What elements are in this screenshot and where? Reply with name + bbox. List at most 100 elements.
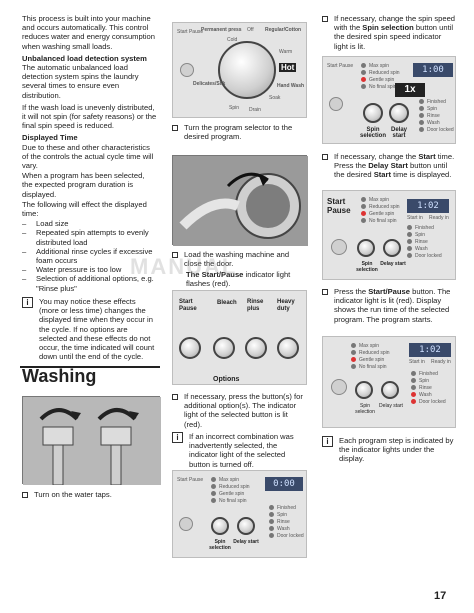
spin-indicators: Max spin Reduced spin Gentle spin No fin… xyxy=(211,477,250,505)
start-pause-button[interactable] xyxy=(180,63,194,77)
step-delay: If necessary, change the Start time. Pre… xyxy=(322,152,457,180)
status-indicators: Finished Spin Rinse Wash Door locked xyxy=(269,505,304,540)
checkbox-icon xyxy=(172,394,178,400)
heavy-duty-button[interactable] xyxy=(277,337,299,359)
dial-label: Spin xyxy=(229,105,240,111)
status-indicators: Finished Spin Rinse Wash Door locked xyxy=(411,371,446,406)
start-pause-button[interactable] xyxy=(329,97,343,111)
dial-label: Regular/Cotton xyxy=(265,27,302,33)
dial-label: Cold xyxy=(227,37,238,43)
checkbox-icon xyxy=(22,492,28,498)
spin-selection-label: Spin selection xyxy=(356,261,378,273)
checkbox-icon xyxy=(322,154,328,160)
options-title: Options xyxy=(213,376,240,383)
delay-start-label: Delay start xyxy=(379,403,403,409)
displayed-p2: When a program has been selected, the ex… xyxy=(22,171,145,199)
button-label: Rinse plus xyxy=(247,299,264,312)
dial-label: Warm xyxy=(279,49,293,55)
program-selector-dial[interactable] xyxy=(218,41,276,99)
button-label: Heavy duty xyxy=(277,299,295,312)
start-pause-flash-text: The Start/Pause indicator light flashes … xyxy=(186,270,291,289)
water-taps-photo xyxy=(22,396,161,486)
delay-start-button[interactable] xyxy=(383,239,401,257)
ready-in-label: Ready in xyxy=(429,215,449,221)
info-icon: i xyxy=(172,432,183,443)
time-display: 1:02 xyxy=(409,343,451,357)
left-column: This process is built into your machine … xyxy=(22,14,157,361)
checkbox-icon xyxy=(322,16,328,22)
step-press-start: Press the Start/Pause button. The indica… xyxy=(322,287,457,324)
start-pause-button[interactable] xyxy=(331,379,347,395)
bleach-button[interactable] xyxy=(213,337,235,359)
load-machine-photo xyxy=(172,155,308,246)
step-program: Turn the program selector to the desired… xyxy=(172,123,307,141)
section-divider xyxy=(20,366,160,368)
step-taps: Turn on the water taps. xyxy=(22,490,157,499)
displayed-p1: Due to these and other characteristics o… xyxy=(22,142,154,171)
dial-label: Soak xyxy=(269,95,281,101)
spin-panel: Start Pause Max spin Reduced spin Gentle… xyxy=(172,470,307,558)
running-panel: Max spin Reduced spin Gentle spin No fin… xyxy=(322,336,456,428)
start-pause-label: Start Pause xyxy=(177,477,204,483)
displayed-p3: The following will effect the displayed … xyxy=(22,199,147,219)
intro-text: This process is built into your machine … xyxy=(22,14,155,51)
spin-selection-label: Spin selection xyxy=(359,127,386,139)
unbalanced-p1: The automatic unbalanced load detection … xyxy=(22,63,139,100)
spin-selection-button[interactable] xyxy=(211,517,229,535)
section-title: Washing xyxy=(22,366,97,386)
status-indicators: Finished Spin Rinse Wash Door locked xyxy=(419,99,454,134)
step-load: Load the washing machine and close the d… xyxy=(172,250,307,268)
start-pause-label: Start Pause xyxy=(327,63,354,69)
ready-in-label: Ready in xyxy=(431,359,451,365)
start-pause-button[interactable] xyxy=(331,239,347,255)
time-display: 0:00 xyxy=(265,477,303,491)
list-item: –Load size xyxy=(22,219,69,229)
delay-start-label: Delay start xyxy=(380,261,406,267)
spin-selection-label: Spin selection xyxy=(209,539,231,551)
info-icon: i xyxy=(22,296,33,308)
dial-label: Hand Wash xyxy=(277,83,305,89)
program-panel: Start Pause Permanent press Off Regular/… xyxy=(172,22,307,118)
spin-indicators: Max spin Reduced spin Gentle spin No fin… xyxy=(361,63,400,91)
list-item: –Selection of additional options, e.g. "… xyxy=(22,274,154,293)
unbalanced-p2: If the wash load is unevenly distributed… xyxy=(22,102,157,131)
start-pause-label: Start Pause xyxy=(177,29,204,35)
options-panel: Start Pause Bleach Rinse plus Heavy duty… xyxy=(172,290,307,385)
status-indicators: Finished Spin Rinse Wash Door locked xyxy=(407,225,442,260)
spin-selection-button[interactable] xyxy=(355,381,373,399)
list-item: –Additional rinse cycles if excessive fo… xyxy=(22,246,153,266)
page-number: 17 xyxy=(434,590,447,602)
dial-label: Delicates/Silk xyxy=(193,81,226,87)
spin-selection-button[interactable] xyxy=(357,239,375,257)
spin-select-panel: Start Pause Max spin Reduced spin Gentle… xyxy=(322,56,456,144)
step-spin: If necessary, change the spin speed with… xyxy=(322,14,457,51)
watermark: MANUAL xyxy=(130,254,238,279)
checkbox-icon xyxy=(172,125,178,131)
start-in-label: Start in xyxy=(407,215,423,221)
spin-selection-label: Spin selection xyxy=(355,403,375,415)
start-in-label: Start in xyxy=(409,359,425,365)
delay-start-button[interactable] xyxy=(237,517,255,535)
button-label: Start Pause xyxy=(179,299,197,312)
info-icon: i xyxy=(322,436,333,447)
start-pause-button[interactable] xyxy=(179,337,201,359)
unbalanced-heading: Unbalanced load detection system xyxy=(22,53,147,63)
time-display: 1:02 xyxy=(407,199,449,213)
dial-label: Off xyxy=(247,27,254,33)
delay-start-label: Delay start xyxy=(390,127,407,139)
list-item: –Repeated spin attempts to evenly distri… xyxy=(22,228,149,247)
time-display: 1:00 xyxy=(413,63,453,77)
spin-indicators: Max spin Reduced spin Gentle spin No fin… xyxy=(351,343,390,371)
start-pause-button[interactable] xyxy=(179,517,193,531)
rinse-plus-button[interactable] xyxy=(245,337,267,359)
button-label: Bleach xyxy=(217,300,237,306)
start-pause-label: Start Pause xyxy=(327,197,351,215)
spin-selection-button[interactable] xyxy=(363,103,383,123)
dial-label: Drain xyxy=(249,107,261,113)
delay-start-button[interactable] xyxy=(389,103,409,123)
delay-start-label: Delay start xyxy=(233,539,259,545)
delay-panel: Start Pause Max spin Reduced spin Gentle… xyxy=(322,190,456,280)
info-note: i You may notice these effects (more or … xyxy=(22,296,157,361)
note-combination: i If an incorrect combination was inadve… xyxy=(172,432,307,469)
delay-start-button[interactable] xyxy=(381,381,399,399)
